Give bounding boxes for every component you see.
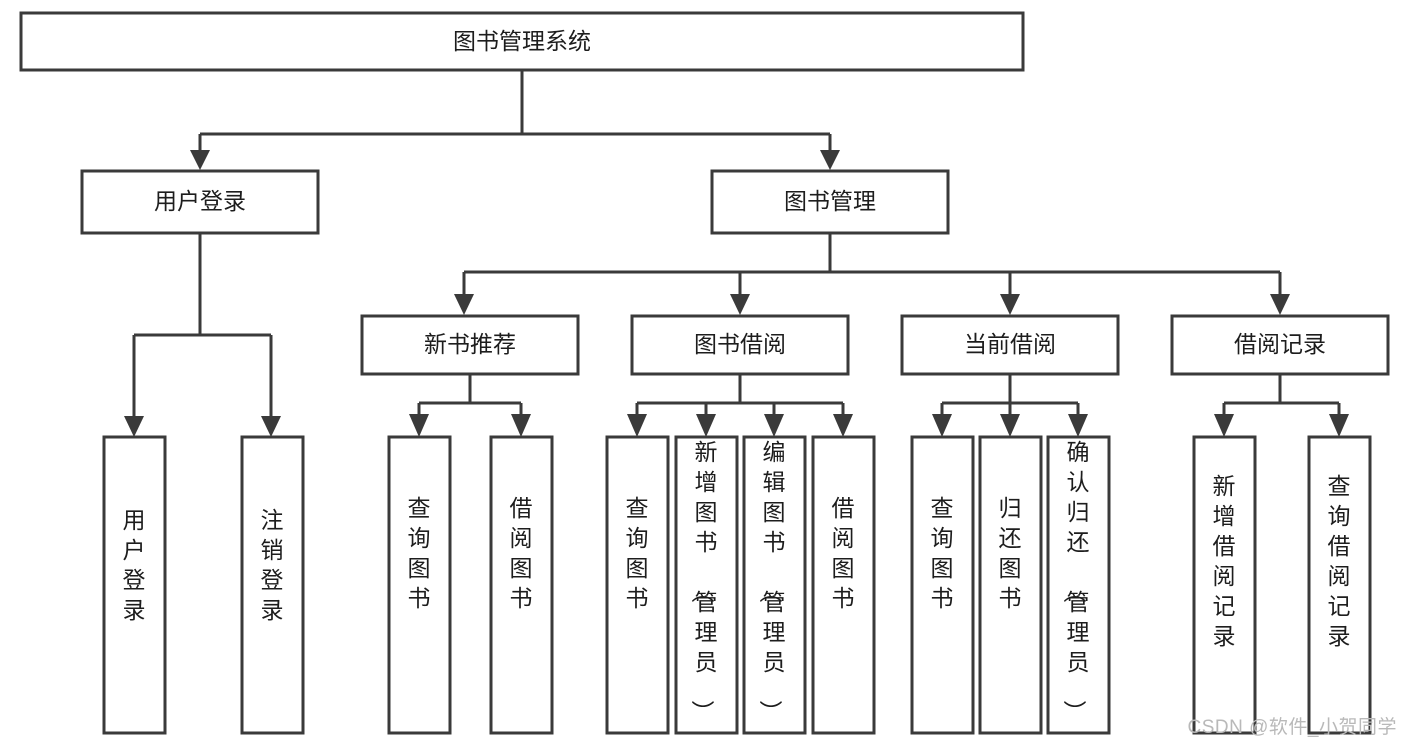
leaf-record-add[interactable]: 新增借阅记录: [1192, 435, 1257, 735]
leaf-current-query-book-label: 查询图书: [931, 495, 954, 611]
leaf-borrow-borrow-book-label: 借阅图书: [832, 495, 855, 611]
connector-borrow-record-to-leaves: [1214, 374, 1349, 437]
connector-new-book-recommend-to-leaves: [409, 374, 531, 437]
node-root-label: 图书管理系统: [453, 28, 591, 54]
node-book-borrow[interactable]: 图书借阅: [630, 314, 850, 376]
node-current-borrow-label: 当前借阅: [964, 331, 1056, 357]
connector-book-management-to-level3: [454, 233, 1290, 315]
connector-user-login-to-leaves: [124, 233, 281, 437]
leaf-user-login-login[interactable]: 用户登录: [102, 435, 167, 735]
node-book-borrow-label: 图书借阅: [694, 331, 786, 357]
node-current-borrow[interactable]: 当前借阅: [900, 314, 1120, 376]
node-root[interactable]: 图书管理系统: [19, 11, 1025, 72]
node-new-book-recommend-label: 新书推荐: [424, 331, 516, 357]
leaf-user-login-logout-label: 注销登录: [261, 507, 284, 623]
leaf-new-book-query[interactable]: 查询图书: [387, 435, 452, 735]
leaf-current-return-book[interactable]: 归还图书: [978, 435, 1043, 735]
leaf-current-return-book-label: 归还图书: [999, 495, 1022, 611]
leaf-record-query[interactable]: 查询借阅记录: [1307, 435, 1372, 735]
node-book-management[interactable]: 图书管理: [710, 169, 950, 235]
connector-current-borrow-to-leaves: [932, 374, 1088, 437]
connector-root-to-level2: [190, 70, 840, 170]
leaf-borrow-query-book[interactable]: 查询图书: [605, 435, 670, 735]
node-borrow-record[interactable]: 借阅记录: [1170, 314, 1390, 376]
leaf-user-login-logout[interactable]: 注销登录: [240, 435, 305, 735]
node-new-book-recommend[interactable]: 新书推荐: [360, 314, 580, 376]
node-borrow-record-label: 借阅记录: [1234, 331, 1326, 357]
leaf-current-confirm-return[interactable]: 确认归还（管理员）: [1046, 435, 1111, 735]
node-user-login-label: 用户登录: [154, 188, 246, 214]
leaf-new-book-borrow-label: 借阅图书: [510, 495, 533, 611]
node-book-management-label: 图书管理: [784, 188, 876, 214]
leaf-new-book-borrow[interactable]: 借阅图书: [489, 435, 554, 735]
leaf-borrow-query-book-label: 查询图书: [626, 495, 649, 611]
leaf-new-book-query-label: 查询图书: [408, 495, 431, 611]
node-user-login[interactable]: 用户登录: [80, 169, 320, 235]
leaf-current-query-book[interactable]: 查询图书: [910, 435, 975, 735]
leaf-record-add-label: 新增借阅记录: [1213, 473, 1236, 649]
leaf-borrow-edit-book-label: 编辑图书（管理员）: [758, 439, 786, 723]
leaf-record-query-label: 查询借阅记录: [1328, 473, 1351, 649]
leaf-borrow-add-book[interactable]: 新增图书（管理员）: [674, 435, 739, 735]
connector-book-borrow-to-leaves: [627, 374, 853, 437]
leaf-borrow-edit-book[interactable]: 编辑图书（管理员）: [742, 435, 807, 735]
leaf-user-login-login-label: 用户登录: [123, 507, 146, 623]
leaf-borrow-borrow-book[interactable]: 借阅图书: [811, 435, 876, 735]
leaf-borrow-add-book-label: 新增图书（管理员）: [690, 439, 718, 723]
leaf-current-confirm-return-label: 确认归还（管理员）: [1062, 439, 1090, 723]
